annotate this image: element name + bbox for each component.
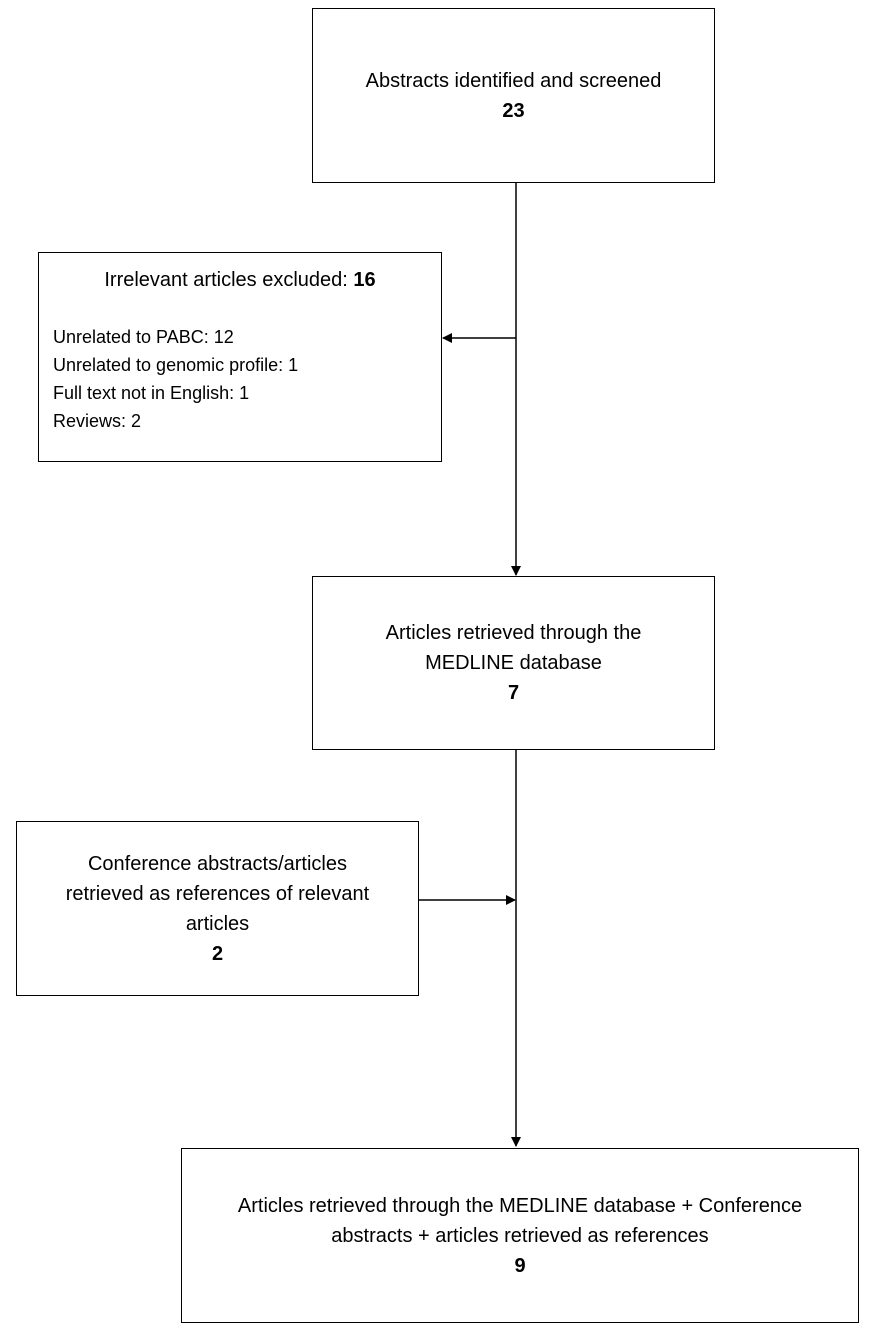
medline-label-line1: Articles retrieved through the xyxy=(385,622,642,644)
final-box: Articles retrieved through the MEDLINE d… xyxy=(181,1148,859,1323)
screened-label: Abstracts identified and screened xyxy=(365,69,662,92)
excluded-reason: Reviews: 2 xyxy=(53,411,142,431)
conference-box: Conference abstracts/articles retrieved … xyxy=(16,821,419,996)
conference-label-line3: articles xyxy=(185,912,250,935)
medline-label-line2: MEDLINE database xyxy=(425,652,602,674)
final-label-line1: Articles retrieved through the MEDLINE d… xyxy=(237,1194,803,1217)
final-count: 9 xyxy=(514,1254,526,1277)
excluded-reason: Full text not in English: 1 xyxy=(53,383,250,403)
excluded-title-label: Irrelevant articles excluded: xyxy=(104,269,354,291)
excluded-reasons-list: Unrelated to PABC: 12 Unrelated to genom… xyxy=(53,323,298,435)
medline-box: Articles retrieved through the MEDLINE d… xyxy=(312,576,715,750)
final-label-line2: abstracts + articles retrieved as refere… xyxy=(331,1224,709,1247)
excluded-title: Irrelevant articles excluded: 16 xyxy=(39,265,441,295)
excluded-count: 16 xyxy=(353,269,376,291)
excluded-reason: Unrelated to PABC: 12 xyxy=(53,327,234,347)
conference-count: 2 xyxy=(211,942,224,965)
conference-label-line1: Conference abstracts/articles xyxy=(87,852,347,875)
excluded-box: Irrelevant articles excluded: 16 Unrelat… xyxy=(38,252,442,462)
screened-box: Abstracts identified and screened 23 xyxy=(312,8,715,183)
conference-label-line2: retrieved as references of relevant xyxy=(65,882,370,905)
medline-count: 7 xyxy=(507,682,520,704)
excluded-reason: Unrelated to genomic profile: 1 xyxy=(53,355,299,375)
screened-count: 23 xyxy=(502,99,525,122)
